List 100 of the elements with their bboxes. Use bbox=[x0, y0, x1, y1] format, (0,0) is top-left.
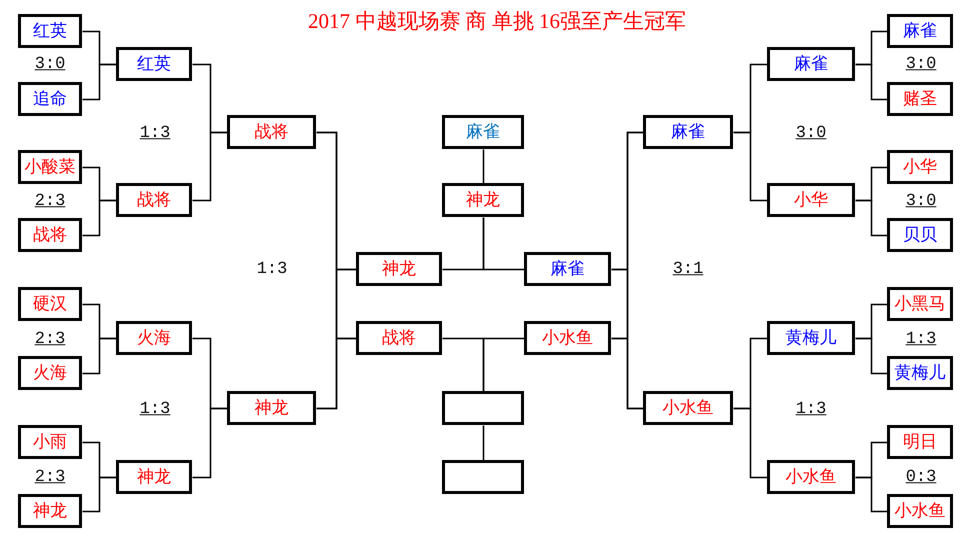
bracket-slot bbox=[18, 218, 82, 252]
bracket-line bbox=[82, 338, 116, 374]
bracket-slot bbox=[767, 321, 855, 355]
bracket-line bbox=[482, 426, 484, 460]
player-name: 贝贝 bbox=[903, 226, 937, 244]
bracket-line bbox=[734, 132, 768, 202]
player-name: 战将 bbox=[254, 122, 288, 142]
bracket-slot bbox=[643, 391, 733, 425]
bracket-slot bbox=[524, 252, 611, 286]
player-name: 神龙 bbox=[137, 468, 171, 486]
player-name: 神龙 bbox=[466, 190, 500, 210]
bracket-slot bbox=[227, 115, 316, 149]
match-score: 1:3 bbox=[140, 400, 170, 420]
bracket-slot bbox=[18, 14, 82, 48]
player-name: 黄梅儿 bbox=[786, 328, 836, 348]
bracket-slot bbox=[18, 494, 82, 528]
bracket-slot bbox=[227, 391, 316, 425]
player-name: 火海 bbox=[33, 364, 67, 382]
bracket-line bbox=[192, 132, 228, 202]
match-score: 3:0 bbox=[906, 192, 936, 212]
match-score: 2:3 bbox=[34, 468, 66, 488]
player-name: 追命 bbox=[33, 90, 67, 108]
player-name: 小水鱼 bbox=[894, 502, 946, 520]
player-name: 小华 bbox=[903, 158, 937, 176]
bracket-line bbox=[192, 408, 228, 478]
bracket-slot bbox=[18, 287, 82, 321]
player-name: 战将 bbox=[33, 226, 67, 244]
bracket-line bbox=[482, 150, 484, 184]
player-name: 神龙 bbox=[382, 260, 416, 278]
player-name: 小华 bbox=[794, 190, 828, 210]
player-name: 战将 bbox=[382, 328, 416, 348]
match-score: 1:3 bbox=[140, 124, 170, 144]
bracket-slot bbox=[18, 82, 82, 116]
bracket-slot bbox=[887, 425, 953, 459]
bracket-slot bbox=[116, 460, 192, 494]
player-name: 神龙 bbox=[254, 398, 288, 418]
bracket-line bbox=[82, 476, 116, 512]
bracket-slot bbox=[767, 183, 855, 217]
bracket-slot bbox=[767, 460, 855, 494]
bracket-slot bbox=[643, 115, 733, 149]
player-name: 小雨 bbox=[33, 432, 67, 452]
bracket-line bbox=[856, 200, 888, 236]
bracket-line bbox=[482, 338, 524, 392]
bracket-line bbox=[856, 476, 888, 512]
bracket-line bbox=[856, 338, 888, 374]
bracket-slot bbox=[887, 150, 953, 184]
player-name: 明日 bbox=[903, 432, 937, 452]
bracket-slot bbox=[18, 356, 82, 390]
player-name: 神龙 bbox=[33, 502, 67, 520]
player-name: 红英 bbox=[137, 54, 171, 74]
bracket-line bbox=[612, 338, 644, 410]
bracket-slot bbox=[524, 321, 611, 355]
match-score: 3:1 bbox=[672, 260, 704, 280]
bracket-slot bbox=[887, 218, 953, 252]
player-name: 火海 bbox=[137, 328, 171, 348]
player-name: 麻雀 bbox=[671, 122, 705, 142]
match-score: 3:0 bbox=[796, 124, 826, 144]
player-name: 小水鱼 bbox=[786, 468, 836, 486]
match-score: 1:3 bbox=[796, 400, 826, 420]
bracket-slot bbox=[18, 150, 82, 184]
player-name: 麻雀 bbox=[794, 54, 828, 74]
bracket-slot bbox=[18, 425, 82, 459]
match-score: 1:3 bbox=[256, 260, 288, 280]
match-score: 3:0 bbox=[906, 55, 936, 75]
match-score: 0:3 bbox=[906, 468, 936, 488]
empty-slot bbox=[442, 460, 524, 494]
bracket-slot bbox=[442, 183, 524, 217]
player-name: 小酸菜 bbox=[24, 158, 76, 176]
bracket-line bbox=[316, 338, 356, 410]
player-name: 小水鱼 bbox=[542, 328, 593, 348]
player-name: 麻雀 bbox=[466, 122, 500, 142]
match-score: 1:3 bbox=[906, 330, 936, 350]
player-name: 小水鱼 bbox=[662, 398, 714, 418]
player-name: 黄梅儿 bbox=[894, 364, 946, 382]
bracket-slot bbox=[887, 356, 953, 390]
match-score: 2:3 bbox=[34, 192, 66, 212]
bracket-line bbox=[734, 408, 768, 478]
bracket-slot bbox=[116, 47, 192, 81]
bracket-slot bbox=[887, 14, 953, 48]
empty-slot bbox=[442, 391, 524, 425]
bracket-slot bbox=[356, 252, 442, 286]
title: 2017 中越现场赛 商 单挑 16强至产生冠军 bbox=[308, 9, 686, 33]
bracket-slot bbox=[887, 494, 953, 528]
bracket-line bbox=[856, 64, 888, 100]
bracket-slot bbox=[442, 115, 524, 149]
match-score: 3:0 bbox=[34, 55, 66, 75]
bracket-slot bbox=[887, 82, 953, 116]
match-score: 2:3 bbox=[34, 330, 66, 350]
bracket-slot bbox=[116, 321, 192, 355]
bracket-line bbox=[482, 218, 524, 270]
bracket-slot bbox=[887, 287, 953, 321]
player-name: 麻雀 bbox=[550, 260, 584, 278]
bracket-line bbox=[82, 64, 116, 100]
bracket-slot bbox=[767, 47, 855, 81]
player-name: 战将 bbox=[137, 190, 171, 210]
bracket-slot bbox=[356, 321, 442, 355]
player-name: 红英 bbox=[33, 22, 67, 40]
bracket-slot bbox=[116, 183, 192, 217]
player-name: 硬汉 bbox=[33, 294, 67, 314]
player-name: 赌圣 bbox=[903, 90, 937, 108]
